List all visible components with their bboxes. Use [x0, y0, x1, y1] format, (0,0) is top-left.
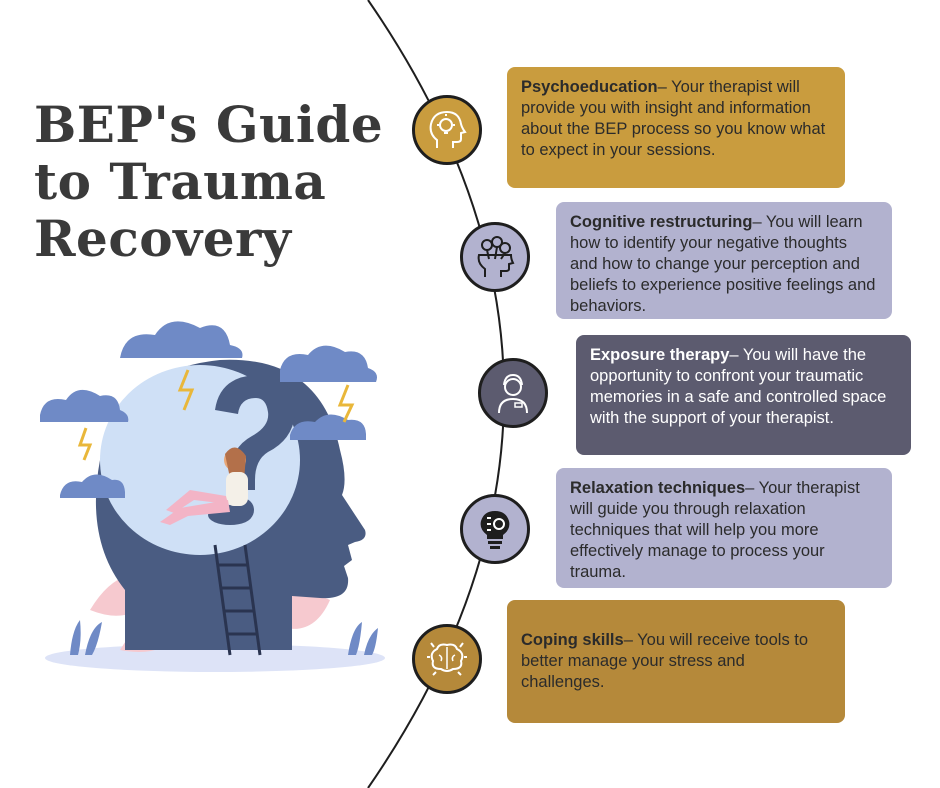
- step-4-text: – Your therapist will guide you through …: [570, 479, 860, 581]
- head-illustration: [40, 321, 385, 672]
- step-1-text: – Your therapist will provide you with i…: [521, 78, 826, 159]
- page-title: BEP's Guide to Trauma Recovery: [34, 96, 414, 267]
- step-1-badge: [412, 95, 482, 165]
- step-4-heading: Relaxation techniques: [570, 479, 746, 497]
- lightbulb-gear-icon: [480, 511, 510, 549]
- title-line-2: to Trauma: [34, 152, 327, 211]
- step-3-card: Exposure therapy– You will have the oppo…: [576, 335, 911, 455]
- step-2-text: – You will learn how to identify your ne…: [570, 213, 876, 315]
- step-2-badge: [460, 222, 530, 292]
- step-1-heading: Psychoeducation: [521, 78, 658, 96]
- head-flowers-icon: [477, 236, 515, 277]
- step-2-card: Cognitive restructuring– You will learn …: [556, 202, 892, 319]
- title-line-1: BEP's Guide: [34, 95, 384, 154]
- brain-icon: [427, 642, 467, 676]
- title-line-3: Recovery: [34, 209, 292, 268]
- therapist-icon: [498, 373, 528, 414]
- step-5-badge: [412, 624, 482, 694]
- step-1-card: Psychoeducation– Your therapist will pro…: [507, 67, 845, 188]
- step-3-badge: [478, 358, 548, 428]
- head-lightbulb-icon: [429, 110, 467, 148]
- step-4-card: Relaxation techniques– Your therapist wi…: [556, 468, 892, 588]
- step-5-text: – You will receive tools to better manag…: [521, 631, 809, 691]
- step-3-heading: Exposure therapy: [590, 346, 730, 364]
- step-2-heading: Cognitive restructuring: [570, 213, 753, 231]
- step-5-heading: Coping skills: [521, 631, 624, 649]
- step-5-card: Coping skills– You will receive tools to…: [507, 600, 845, 723]
- step-3-text: – You will have the opportunity to confr…: [590, 346, 887, 427]
- step-4-badge: [460, 494, 530, 564]
